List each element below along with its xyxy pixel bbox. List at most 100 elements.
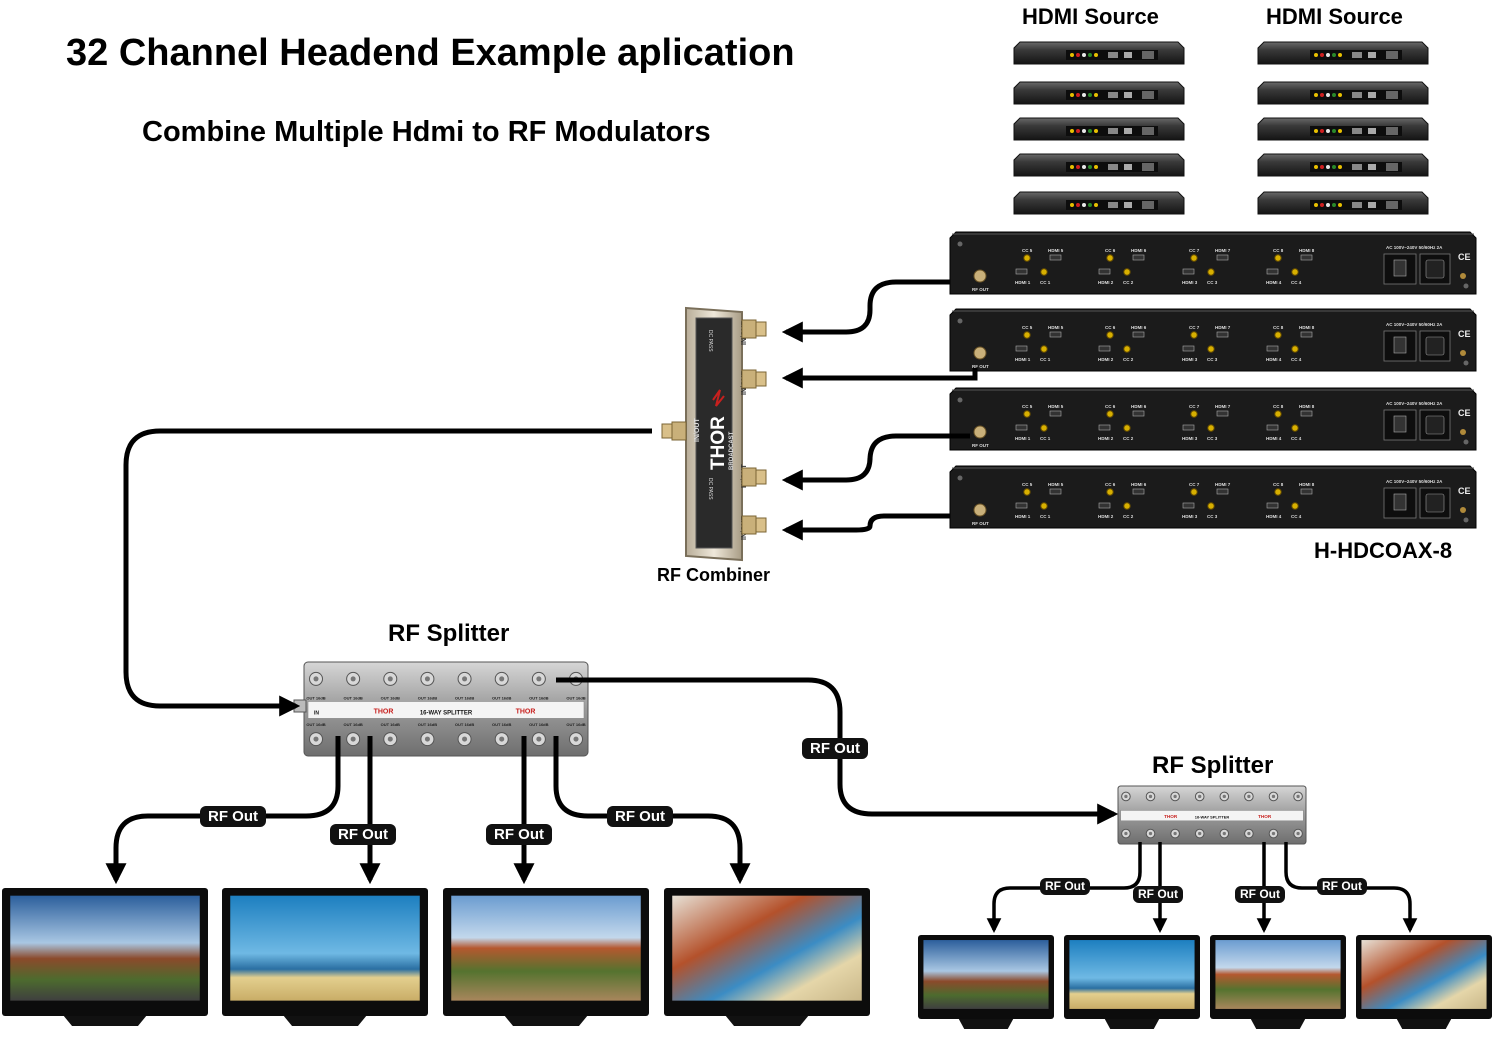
source-box-jack bbox=[1076, 165, 1080, 169]
splitter-port-center bbox=[387, 676, 393, 682]
cable-mod1-to-combiner bbox=[781, 279, 950, 343]
rf-out-connector bbox=[973, 425, 987, 439]
modulator-power-text: AC 100V~240V 50/60Hz 2A bbox=[1386, 401, 1443, 406]
rf-out-badge-small-tv-2: RF Out bbox=[1133, 886, 1183, 903]
cable-mod3-to-combiner bbox=[781, 433, 970, 491]
rf-combiner: THOR BROADCAST DC PASS DC PASS IN/OUT IN… bbox=[661, 306, 767, 562]
tv-screen bbox=[1069, 940, 1195, 1009]
hdmi-port bbox=[1300, 410, 1313, 417]
splitter-port-center bbox=[1247, 794, 1251, 799]
modulator-hdmi-label: HDMI 8 bbox=[1299, 404, 1315, 409]
power-inlet-socket bbox=[1425, 259, 1445, 279]
modulator-rf-out-text: RF OUT bbox=[972, 364, 989, 369]
source-box-hdmi-port bbox=[1108, 202, 1118, 208]
rf-out-connector bbox=[973, 346, 987, 360]
modulator-cc-label: CC 4 bbox=[1291, 436, 1302, 441]
source-box-jack bbox=[1088, 165, 1092, 169]
modulator-rf-out-text: RF OUT bbox=[972, 287, 989, 292]
source-box-jack bbox=[1094, 203, 1098, 207]
source-box-jack bbox=[1332, 203, 1336, 207]
combiner-port-label-5: IN/OUT bbox=[694, 418, 701, 442]
modulator-cc-label: CC 3 bbox=[1207, 280, 1218, 285]
modulator-cc-label: CC 8 bbox=[1273, 404, 1284, 409]
screw-icon bbox=[1463, 517, 1469, 523]
hdmi-source-label-right: HDMI Source bbox=[1266, 4, 1403, 29]
cable-mod2-to-combiner bbox=[781, 367, 978, 389]
cc-jack bbox=[1274, 410, 1282, 418]
hdmi-port bbox=[1049, 488, 1062, 495]
cc-jack bbox=[1023, 331, 1031, 339]
modulator-hdmi-label: HDMI 5 bbox=[1048, 482, 1064, 487]
cc-jack bbox=[1123, 345, 1131, 353]
hdmi-port bbox=[1300, 331, 1313, 338]
splitter-brand-text: THOR bbox=[516, 709, 536, 716]
cc-jack bbox=[1291, 502, 1299, 510]
hdmi-port bbox=[1132, 331, 1145, 338]
source-box-jack bbox=[1094, 93, 1098, 97]
splitter-port-center bbox=[499, 676, 505, 682]
source-box-jack bbox=[1320, 53, 1324, 57]
splitter-port-center bbox=[1124, 831, 1128, 836]
modulator-cc-label: CC 2 bbox=[1123, 357, 1134, 362]
combiner-label: RF Combiner bbox=[657, 565, 771, 585]
splitter-out-label: OUT 16dB bbox=[492, 722, 511, 727]
source-box-jack bbox=[1088, 53, 1092, 57]
tv-screen bbox=[451, 895, 641, 1001]
screw-icon bbox=[957, 318, 963, 324]
cc-jack bbox=[1274, 331, 1282, 339]
modulator-cc-label: CC 3 bbox=[1207, 514, 1218, 519]
source-box-jack bbox=[1082, 129, 1086, 133]
splitter-port-center bbox=[1271, 831, 1276, 836]
power-inlet-socket bbox=[1425, 493, 1445, 513]
power-switch-rocker bbox=[1393, 493, 1407, 511]
cc-jack bbox=[1123, 424, 1131, 432]
splitter-out-label: OUT 16dB bbox=[306, 696, 325, 701]
source-box-jack bbox=[1326, 203, 1330, 207]
hdmi-port bbox=[1300, 254, 1313, 261]
splitter-port-center bbox=[313, 736, 319, 742]
source-box-jack bbox=[1082, 165, 1086, 169]
tv-group bbox=[2, 888, 1492, 1029]
modulator-rf-out-text: RF OUT bbox=[972, 521, 989, 526]
modulator-cc-label: CC 3 bbox=[1207, 357, 1218, 362]
splitter-brand-text: THOR bbox=[374, 709, 394, 716]
modulator-cc-label: CC 8 bbox=[1273, 248, 1284, 253]
ce-mark-icon: CE bbox=[1458, 252, 1471, 262]
hdmi-port bbox=[1098, 424, 1111, 431]
hdmi-source-box bbox=[1013, 41, 1185, 65]
source-box-power-port bbox=[1142, 201, 1154, 209]
modulator-cc-label: CC 8 bbox=[1273, 325, 1284, 330]
hdmi-source-box bbox=[1013, 191, 1185, 215]
tv-screen bbox=[10, 895, 200, 1001]
hdmi-source-box bbox=[1257, 191, 1429, 215]
source-box-usb-port bbox=[1124, 92, 1132, 98]
modulator-hdmi-label: HDMI 8 bbox=[1299, 325, 1315, 330]
hdmi-source-box bbox=[1013, 81, 1185, 105]
modulator-hdmi-label: HDMI 1 bbox=[1015, 514, 1031, 519]
cable-group bbox=[105, 279, 1119, 885]
hdmi-port bbox=[1132, 254, 1145, 261]
combiner-connector-2 bbox=[741, 369, 767, 389]
bolt-icon bbox=[712, 389, 725, 407]
modulator-power-text: AC 100V~240V 50/60Hz 2A bbox=[1386, 322, 1443, 327]
splitter-out-label: OUT 16dB bbox=[343, 722, 362, 727]
source-box-jack bbox=[1070, 93, 1074, 97]
hdmi-port bbox=[1216, 410, 1229, 417]
cc-jack bbox=[1023, 254, 1031, 262]
modulator-cc-label: CC 4 bbox=[1291, 514, 1302, 519]
source-box-usb-port bbox=[1368, 52, 1376, 58]
source-box-jack bbox=[1088, 203, 1092, 207]
splitter-port-center bbox=[1222, 831, 1226, 836]
splitter-out-label: OUT 16dB bbox=[455, 722, 474, 727]
rf-out-badge-tv-3: RF Out bbox=[486, 824, 552, 845]
source-box-hdmi-port bbox=[1108, 164, 1118, 170]
modulator-cc-label: CC 5 bbox=[1022, 248, 1033, 253]
source-box-jack bbox=[1094, 53, 1098, 57]
modulator-hdmi-label: HDMI 3 bbox=[1182, 514, 1198, 519]
cc-jack bbox=[1040, 424, 1048, 432]
cc-jack bbox=[1106, 410, 1114, 418]
hdmi-port bbox=[1098, 345, 1111, 352]
splitter-port-center bbox=[313, 676, 319, 682]
splitter-out-label: OUT 16dB bbox=[418, 722, 437, 727]
source-box-hdmi-port bbox=[1352, 164, 1362, 170]
